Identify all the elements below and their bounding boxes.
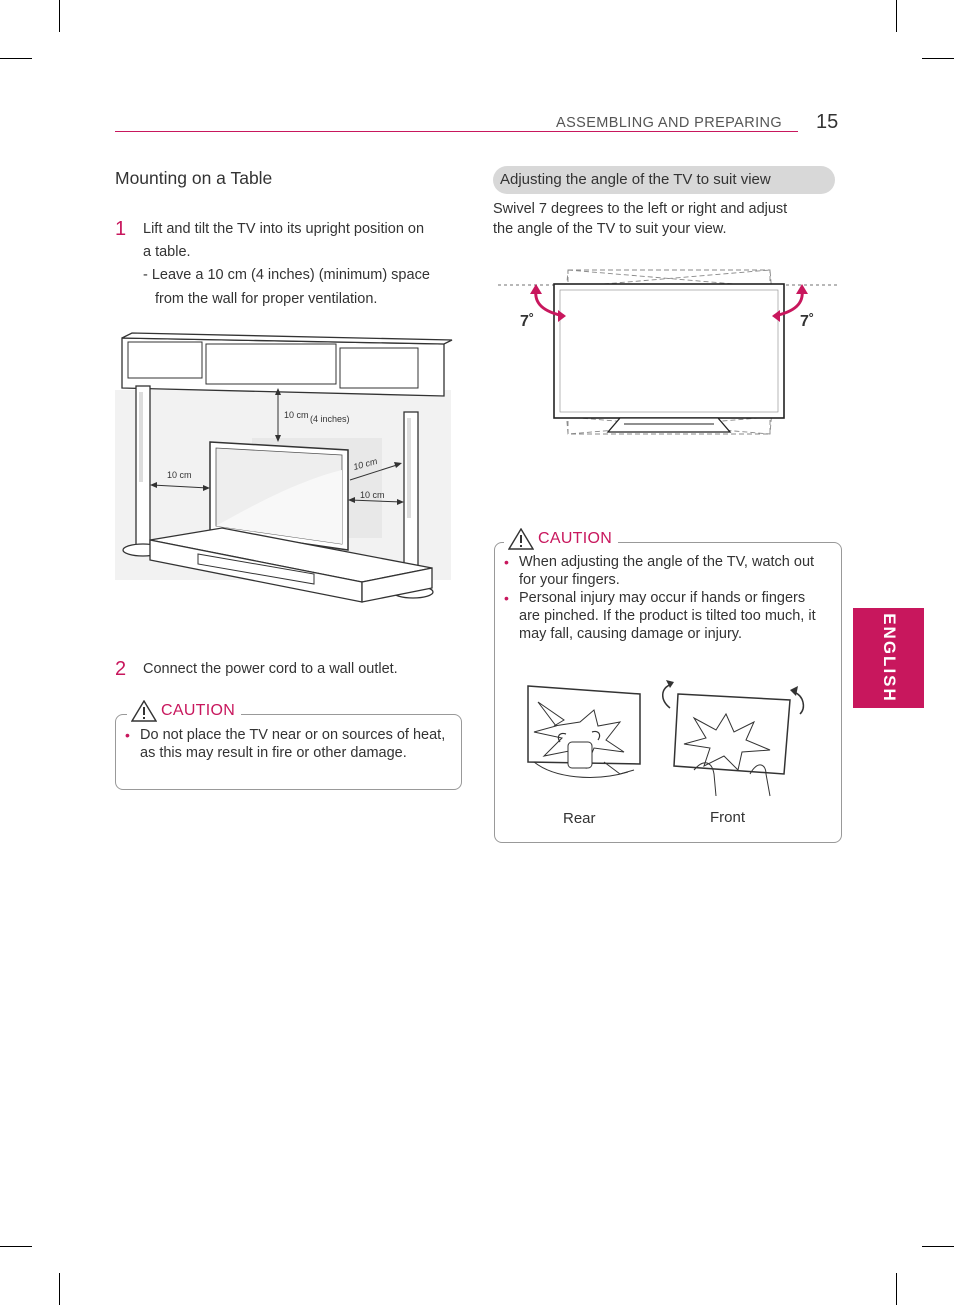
subsection-title-pill: Adjusting the angle of the TV to suit vi… [493,166,835,194]
bullet-dot: • [504,554,509,570]
front-figure-label: Front [710,809,746,826]
crop-mark [0,1246,32,1247]
page-number: 15 [816,111,839,133]
crop-mark [59,1273,60,1305]
step-1-line-1: Lift and tilt the TV into its upright po… [143,221,425,237]
clearance-top-sub-label: (4 inches) [310,414,350,424]
warning-icon [508,528,534,550]
clearance-top-label: 10 cm [284,410,309,420]
step-2-text: Connect the power cord to a wall outlet. [143,661,398,677]
rear-pinch-illustration [527,685,641,778]
step-1-line-4: from the wall for proper ventilation. [155,291,378,307]
swivel-illustration [498,269,840,435]
caution-item: •When adjusting the angle of the TV, wat… [504,554,815,588]
crop-mark [896,0,897,32]
caution-item: •Do not place the TV near or on sources … [125,727,446,761]
step-2-number: 2 [115,658,127,680]
step-1-line-2: a table. [143,244,191,260]
crop-mark [922,1246,954,1247]
front-pinch-illustration [662,680,805,797]
swivel-intro-line-1: Swivel 7 degrees to the left or right an… [493,201,788,217]
caution-label-left: CAUTION [161,702,236,719]
crop-mark [0,58,32,59]
bullet-dot: • [125,727,130,743]
section-title: Mounting on a Table [115,168,273,188]
step-1-line-3: - Leave a 10 cm (4 inches) (minimum) spa… [143,267,430,283]
step-1-number: 1 [115,218,127,240]
crop-mark [922,58,954,59]
caution-label-right: CAUTION [538,530,613,547]
angle-right-label: 7˚ [800,313,815,330]
bullet-dot: • [504,590,509,606]
caution-box-left [115,714,462,790]
section-label: ASSEMBLING AND PREPARING [556,115,783,131]
clearance-right-lower-label: 10 cm [360,490,385,500]
table-mounting-illustration [115,332,453,603]
header-divider [115,131,798,132]
caution-header-right: CAUTION [504,528,619,550]
swivel-intro-line-2: the angle of the TV to suit your view. [493,221,727,237]
caution-list-left: •Do not place the TV near or on sources … [122,726,452,762]
caution-item: •Personal injury may occur if hands or f… [504,590,816,642]
language-tab-label: ENGLISH [879,613,899,703]
crop-mark [896,1273,897,1305]
angle-left-label: 7˚ [520,313,535,330]
subsection-title: Adjusting the angle of the TV to suit vi… [500,171,771,188]
rear-figure-label: Rear [563,810,596,827]
clearance-left-label: 10 cm [167,470,192,480]
caution-list-right: •When adjusting the angle of the TV, wat… [501,553,826,643]
caution-header-left: CAUTION [127,700,242,722]
warning-icon [131,700,157,722]
crop-mark [59,0,60,32]
language-tab: ENGLISH [853,608,924,708]
